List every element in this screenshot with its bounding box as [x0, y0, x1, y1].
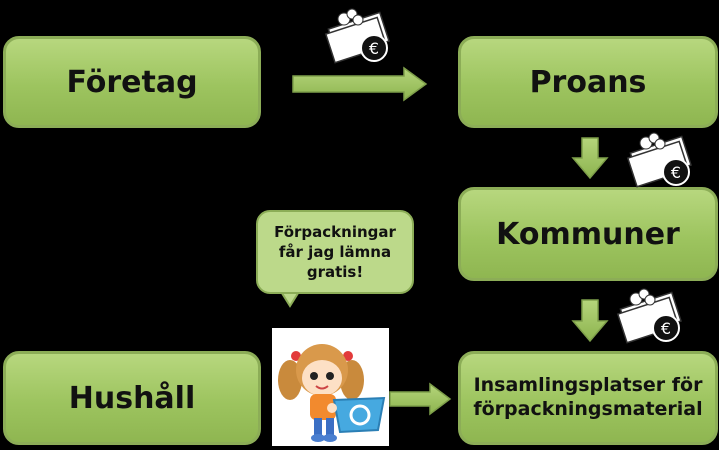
euro-symbol: € — [369, 39, 379, 58]
node-hushall: Hushåll — [3, 351, 261, 445]
money-icon: € — [626, 132, 692, 188]
arrow-foretag-to-proans — [292, 66, 428, 102]
arrow-hushall-to-insamling — [389, 382, 452, 416]
euro-symbol: € — [671, 163, 681, 182]
arrow-kommuner-to-insamling — [571, 299, 609, 343]
speech-bubble: Förpackningar får jag lämna gratis! — [256, 210, 414, 294]
node-insamling-line2: förpackningsmaterial — [473, 398, 703, 420]
node-kommuner: Kommuner — [458, 187, 718, 281]
node-kommuner-label: Kommuner — [496, 216, 680, 252]
node-hushall-label: Hushåll — [68, 380, 196, 416]
node-proans: Proans — [458, 36, 718, 128]
speech-bubble-line1: Förpackningar — [274, 222, 396, 241]
node-proans-label: Proans — [529, 64, 647, 100]
node-insamlingsplatser: Insamlingsplatser för förpackningsmateri… — [458, 351, 718, 445]
euro-symbol: € — [661, 319, 671, 338]
speech-bubble-line3: gratis! — [306, 263, 364, 282]
arrow-proans-to-kommuner — [571, 137, 609, 180]
speech-bubble-line2: får jag lämna — [278, 242, 392, 261]
node-insamling-line1: Insamlingsplatser för — [473, 374, 703, 397]
girl-with-recycle-bin-icon — [272, 328, 389, 446]
node-foretag: Företag — [3, 36, 261, 128]
node-foretag-label: Företag — [66, 64, 198, 100]
money-icon: € — [616, 288, 682, 344]
money-icon: € — [324, 8, 390, 64]
